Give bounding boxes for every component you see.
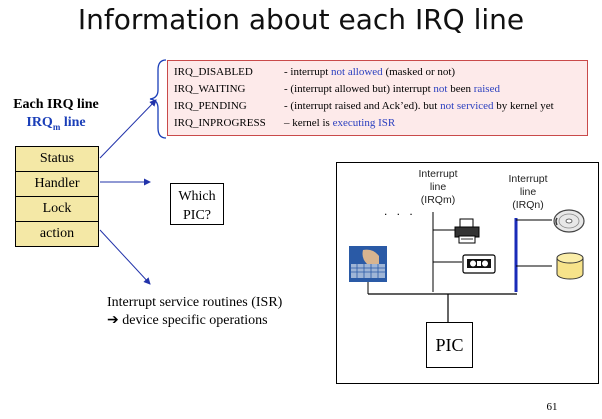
flag-highlight-text: not allowed — [331, 66, 383, 78]
flag-name: IRQ_WAITING — [174, 83, 246, 95]
ellipsis: . . . — [384, 204, 416, 218]
arrow-status-to-flags — [99, 99, 157, 159]
irq-descriptor-struct: Status Handler Lock action — [15, 146, 99, 247]
hardware-panel — [336, 162, 599, 384]
flag-text: (masked or not) — [382, 66, 456, 78]
pic-box: PIC — [426, 322, 473, 368]
flag-highlight-text: raised — [473, 83, 500, 95]
disk-storage-icon — [556, 252, 584, 280]
cd-icon — [553, 209, 585, 233]
irq-n-line3: (IRQn) — [512, 199, 544, 211]
status-flags-box: IRQ_DISABLED - interrupt not allowed (mas… — [167, 60, 588, 136]
flag-text: - interrupt — [284, 66, 332, 78]
field-action: action — [15, 222, 99, 247]
flag-text: - (interrupt raised and Ack’ed). but — [284, 100, 441, 112]
isr-description: Interrupt service routines (ISR) ➔ devic… — [107, 294, 337, 330]
flag-description: - (interrupt allowed but) interrupt not … — [284, 81, 500, 98]
isr-line2: device specific operations — [118, 313, 268, 328]
irq-heading: Each IRQ line — [13, 97, 99, 112]
flag-description: - (interrupt raised and Ack’ed). but not… — [284, 98, 554, 115]
field-lock: Lock — [15, 197, 99, 222]
flag-text: – kernel is — [284, 117, 333, 129]
flag-name: IRQ_INPROGRESS — [174, 117, 266, 129]
flag-line: IRQ_INPROGRESS – kernel is executing ISR — [174, 115, 587, 132]
printer-icon — [454, 218, 480, 244]
flag-highlight-text: not — [433, 83, 448, 95]
page-number: 61 — [546, 401, 558, 413]
flag-highlight-text: executing ISR — [332, 117, 396, 129]
irq-n-line2: line — [519, 186, 537, 198]
flag-line: IRQ_DISABLED - interrupt not allowed (mas… — [174, 64, 587, 81]
isr-line2-wrap: ➔ device specific operations — [107, 312, 337, 330]
keyboard-hand-icon — [349, 246, 387, 282]
which-pic-line1: Which — [178, 189, 216, 204]
irq-n-line1: Interrupt — [508, 173, 548, 185]
isr-line1: Interrupt service routines (ISR) — [107, 295, 283, 310]
flag-name: IRQ_PENDING — [174, 100, 247, 112]
flag-name: IRQ_DISABLED — [174, 66, 253, 78]
flag-line: IRQ_WAITING - (interrupt allowed but) int… — [174, 81, 587, 98]
flag-line: IRQ_PENDING - (interrupt raised and Ack’e… — [174, 98, 587, 115]
irq-m-line2: line — [429, 181, 447, 193]
which-pic-line2: PIC? — [183, 208, 211, 223]
slide-title: Information about each IRQ line — [77, 3, 525, 36]
irq-m-line3: (IRQm) — [420, 194, 456, 206]
flag-description: - interrupt not allowed (masked or not) — [284, 64, 455, 81]
irq-sub-main: IRQ — [26, 115, 53, 130]
curly-brace — [149, 59, 167, 139]
flag-text: - (interrupt allowed but) interrupt — [284, 83, 434, 95]
irq-sub-tail: line — [60, 115, 86, 130]
flag-highlight-text: not serviced — [440, 100, 494, 112]
isr-arrow: ➔ — [107, 313, 119, 328]
tape-drive-icon — [462, 254, 496, 274]
flag-text: been — [447, 83, 474, 95]
flag-text: by kernel yet — [493, 100, 554, 112]
flag-description: – kernel is executing ISR — [284, 115, 395, 132]
field-handler: Handler — [15, 172, 99, 197]
irq-n-label: Interrupt line (IRQn) — [498, 173, 558, 212]
irq-subheading: IRQm line — [6, 114, 106, 136]
irq-sub-index: m — [52, 121, 61, 132]
field-status: Status — [15, 146, 99, 172]
irq-m-label: Interrupt line (IRQm) — [408, 168, 468, 207]
irq-m-line1: Interrupt — [418, 168, 458, 180]
which-pic-box: Which PIC? — [170, 183, 224, 225]
arrow-action-to-isr — [99, 229, 151, 285]
